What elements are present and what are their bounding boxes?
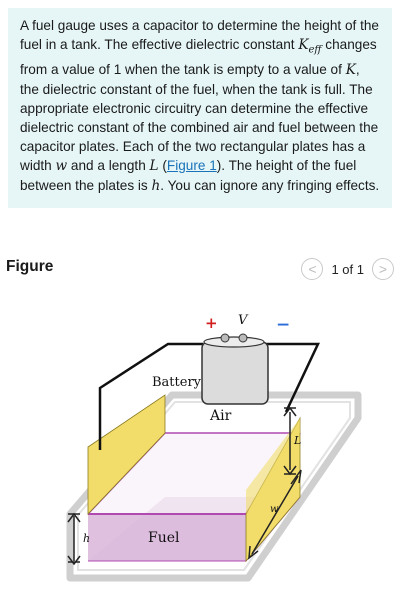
fuel-front-face	[88, 514, 246, 561]
next-figure-button[interactable]: >	[372, 258, 394, 280]
problem-text: ). The height of the fuel between the pl…	[20, 157, 357, 193]
h-symbol: h	[151, 177, 161, 194]
problem-text: A fuel gauge uses a capacitor to determi…	[20, 18, 379, 52]
problem-text: and a length	[67, 157, 150, 173]
problem-text: , the dielectric constant of the fuel, w…	[20, 61, 379, 173]
fuel-label: Fuel	[148, 530, 180, 546]
figure-pager: < 1 of 1 >	[301, 258, 394, 280]
figure-count: 1 of 1	[331, 261, 364, 277]
positive-terminal-label: +	[205, 314, 218, 332]
w-symbol: w	[55, 157, 68, 174]
negative-terminal-label: −	[276, 315, 290, 335]
chevron-left-icon: <	[308, 261, 317, 277]
battery-label: Battery	[152, 375, 202, 390]
chevron-right-icon: >	[378, 261, 388, 277]
k-symbol: K	[345, 61, 356, 78]
k-eff-symbol: Keff	[298, 37, 322, 56]
figure-link[interactable]: Figure 1	[166, 157, 217, 173]
voltage-label: V	[238, 313, 249, 328]
problem-statement: A fuel gauge uses a capacitor to determi…	[8, 8, 392, 208]
l-dimension-arrow	[283, 406, 297, 476]
battery	[201, 333, 269, 405]
figure-header: Figure < 1 of 1 >	[0, 252, 400, 286]
problem-text: . You can ignore any fringing effects.	[160, 177, 380, 193]
figure-title: Figure	[6, 258, 54, 275]
h-label: h	[83, 532, 90, 545]
left-wire	[98, 342, 203, 450]
l-symbol: L	[149, 157, 159, 174]
air-label: Air	[209, 408, 232, 424]
prev-figure-button[interactable]: <	[301, 258, 324, 280]
l-label: L	[293, 434, 301, 447]
left-capacitor-plate	[87, 394, 166, 516]
w-label: w	[270, 504, 279, 515]
right-wire	[265, 342, 320, 413]
fuel-gauge-figure: + V − Battery Air Fuel L h w	[0, 300, 400, 600]
problem-text: changes from a value of 1 when the tank …	[20, 37, 377, 77]
h-dimension-arrow	[67, 512, 81, 566]
w-dimension-arrow	[248, 469, 302, 560]
fuel-gauge-diagram: + V − Battery Air Fuel L h w	[66, 313, 362, 582]
